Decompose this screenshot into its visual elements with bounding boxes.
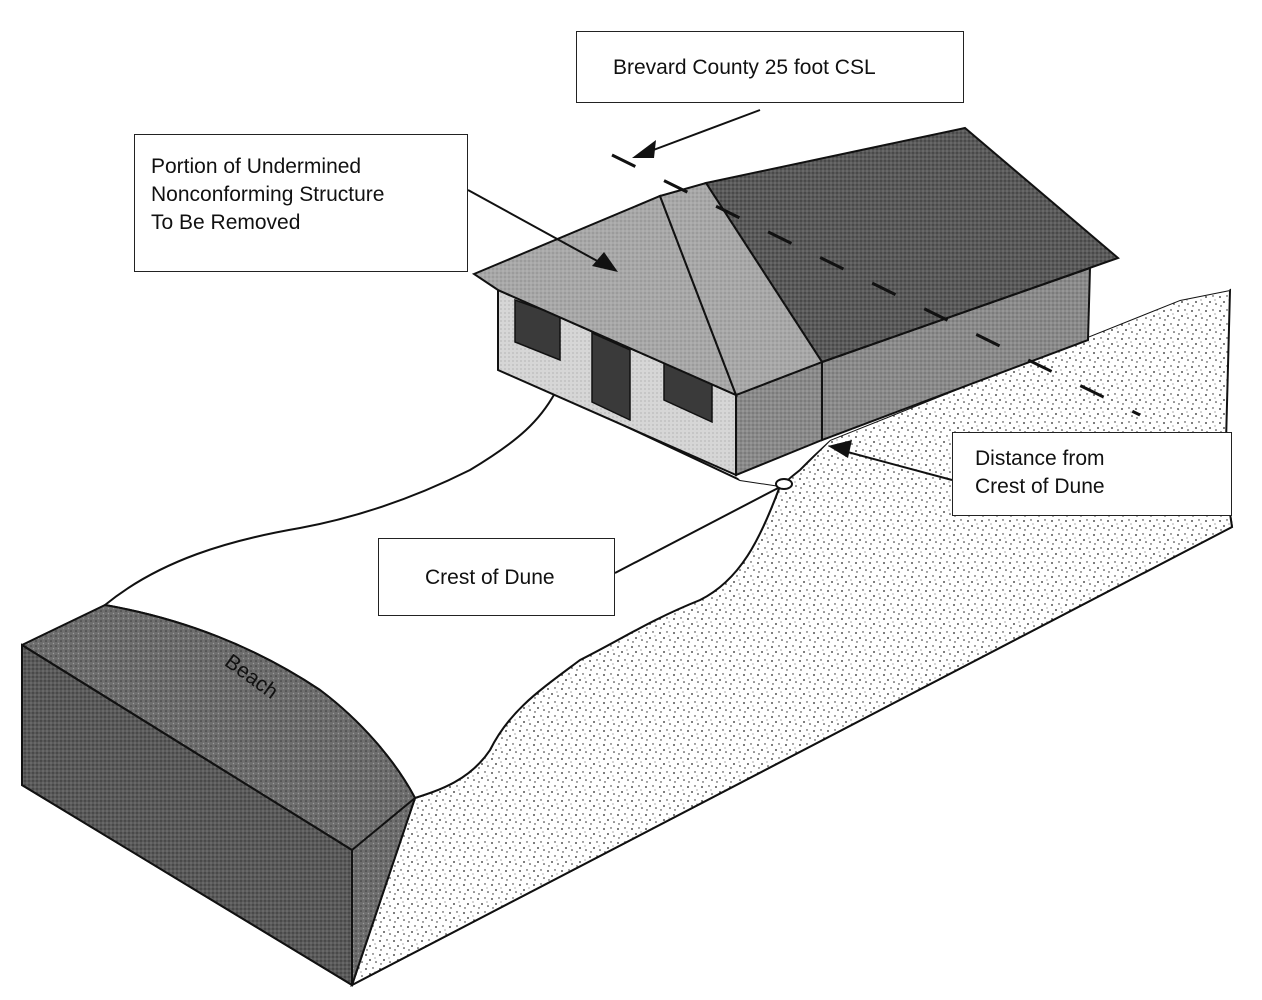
house-front-roof-ridge [658,181,824,397]
csl-dashed-line [611,153,1141,417]
portion-leader-arrow [467,189,618,272]
portion-callout: Portion of Undermined Nonconforming Stru… [134,134,468,272]
crest-label: Crest of Dune [425,566,555,589]
crest-leader-line [614,478,793,574]
csl-leader-arrow [632,109,761,158]
csl-callout: Brevard County 25 foot CSL [576,31,964,103]
crest-callout: Crest of Dune [378,538,615,616]
water-edge [21,644,416,852]
dune-top-strip [720,280,1230,486]
portion-label-line-1: Portion of Undermined [151,155,362,178]
distance-callout: Distance from Crest of Dune [952,432,1232,516]
portion-label-line-3: To Be Removed [151,211,301,234]
csl-label: Brevard County 25 foot CSL [613,56,876,79]
distance-leader-arrow [828,440,953,481]
portion-label-line-2: Nonconforming Structure [151,183,385,206]
distance-label-line-2: Crest of Dune [975,475,1105,498]
house-door [591,331,631,422]
distance-label-line-1: Distance from [975,447,1105,470]
